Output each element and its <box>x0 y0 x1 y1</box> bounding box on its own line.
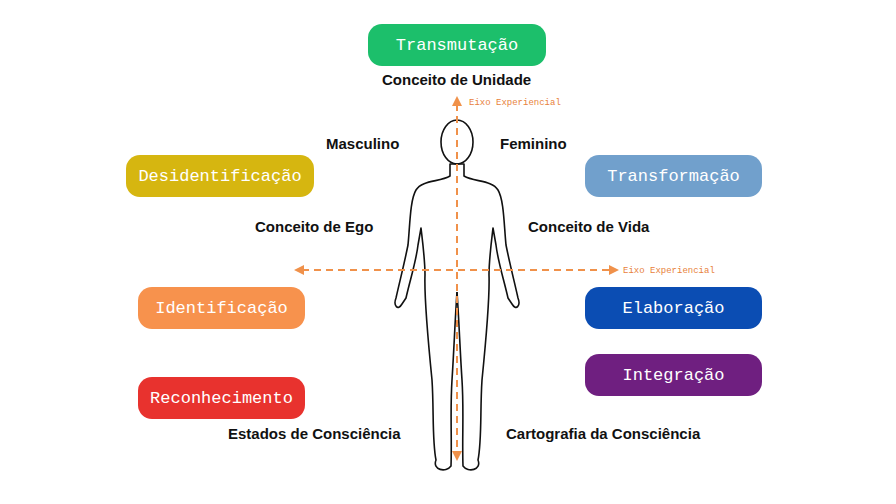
concept-label: Conceito de Unidade <box>382 71 531 88</box>
pill-label: Transmutação <box>396 36 518 55</box>
axis-label: Eixo Experiencial <box>469 98 561 108</box>
stage-pill: Elaboração <box>585 287 762 329</box>
stage-pill: Integração <box>585 354 762 396</box>
concept-label: Masculino <box>326 135 399 152</box>
pill-label: Desidentificação <box>138 167 301 186</box>
stage-pill: Reconhecimento <box>138 377 305 419</box>
concept-label: Estados de Consciência <box>228 425 401 442</box>
concept-label: Conceito de Ego <box>255 218 373 235</box>
concept-label: Conceito de Vida <box>528 218 649 235</box>
pill-label: Transformação <box>607 167 740 186</box>
concept-label: Cartografia da Consciência <box>506 425 700 442</box>
stage-pill: Desidentificação <box>126 155 314 197</box>
stage-pill: Transformação <box>585 155 762 197</box>
axis-arrowheads <box>294 96 619 461</box>
body-right <box>457 164 519 470</box>
axis-lines <box>302 104 611 452</box>
body-left <box>395 164 457 470</box>
pill-label: Elaboração <box>622 299 724 318</box>
pill-label: Integração <box>622 366 724 385</box>
stage-pill: Identificação <box>138 287 305 329</box>
axis-label: Eixo Experiencial <box>623 266 715 276</box>
pill-label: Identificação <box>155 299 288 318</box>
concept-label: Feminino <box>500 135 567 152</box>
stage-pill: Transmutação <box>368 24 546 66</box>
pill-label: Reconhecimento <box>150 389 293 408</box>
